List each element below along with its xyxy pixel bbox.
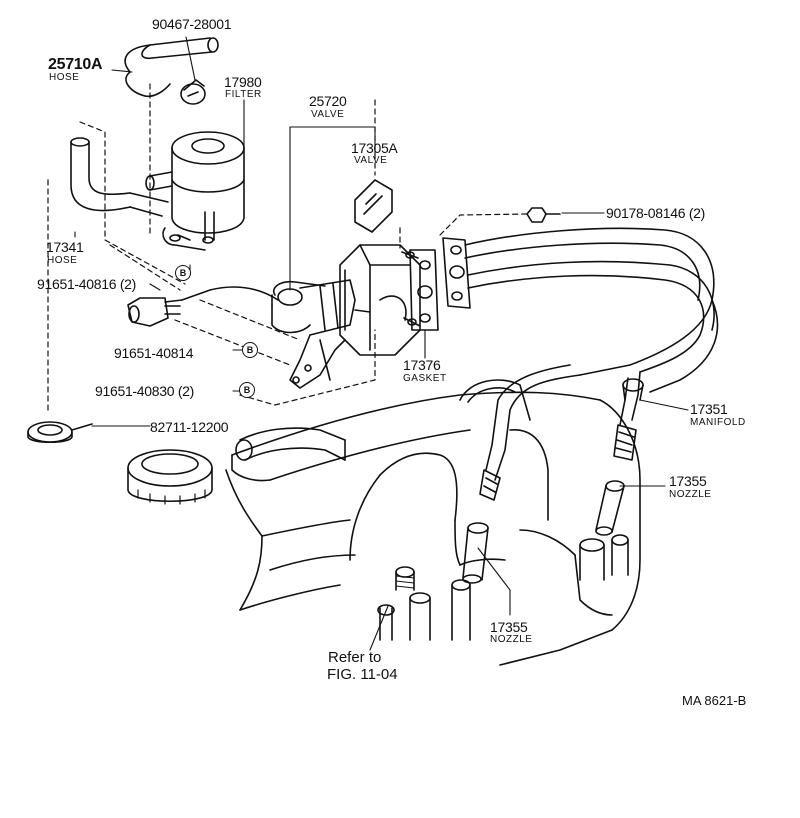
- part-number-25710a: 25710A: [48, 56, 103, 73]
- bolt-marker-b: B: [175, 265, 191, 281]
- part-number-90178-08146: 90178-08146 (2): [606, 205, 706, 221]
- part-name-gasket-17376: GASKET: [403, 373, 447, 384]
- part-name-filter-17980: FILTER: [225, 89, 262, 100]
- engine-cylinder-head: [225, 379, 641, 666]
- filler-cap-gasket: [27, 421, 93, 444]
- oil-filler-cap: [127, 449, 213, 505]
- leader-lines: [74, 36, 689, 651]
- figure-reference: FIG. 11-04: [327, 666, 398, 683]
- part-number-91651-40814: 91651-40814: [114, 345, 194, 361]
- part-number-17376: 17376: [403, 357, 441, 373]
- part-name-hose-17341: HOSE: [47, 255, 78, 266]
- part-number-25720: 25720: [309, 93, 347, 109]
- part-number-91651-40816: 91651-40816 (2): [37, 276, 137, 292]
- valve-25720: [271, 244, 421, 389]
- part-name-nozzle-17355-right: NOZZLE: [669, 489, 712, 500]
- part-name-manifold-17351: MANIFOLD: [690, 417, 746, 428]
- nozzle-17355-bottom: [462, 522, 489, 584]
- solenoid-connector: [127, 286, 279, 327]
- part-number-17305a: 17305A: [351, 140, 398, 156]
- hose-17341: [70, 137, 169, 217]
- part-name-valve-17305a: VALVE: [354, 155, 388, 166]
- hose-clamp-90467: [180, 79, 206, 105]
- part-number-17980: 17980: [224, 74, 262, 90]
- part-name-valve-25720: VALVE: [311, 109, 345, 120]
- reed-valve-17305a: [354, 179, 393, 233]
- nozzle-17355-right: [595, 480, 625, 536]
- part-number-17351: 17351: [690, 401, 728, 417]
- part-number-91651-40830: 91651-40830 (2): [95, 383, 195, 399]
- bolt-marker-b: B: [239, 382, 255, 398]
- bolt-marker-b: B: [242, 342, 258, 358]
- dashed-assembly-lines: [47, 83, 528, 411]
- part-number-17355-right: 17355: [669, 473, 707, 489]
- part-name-nozzle-17355-bottom: NOZZLE: [490, 634, 533, 645]
- filter-17980: [145, 131, 245, 251]
- hose-25710a: [124, 37, 219, 98]
- part-name-hose-25710a: HOSE: [49, 72, 80, 83]
- part-number-17355-bottom: 17355: [490, 619, 528, 635]
- plug-refer-fig: [395, 566, 415, 591]
- diagram-code: MA 8621-B: [682, 693, 747, 708]
- bolt-90178: [526, 207, 561, 223]
- refer-to-label: Refer to: [328, 649, 382, 666]
- part-number-90467-28001: 90467-28001: [152, 16, 232, 32]
- manifold-17351: [442, 227, 719, 501]
- part-number-82711-12200: 82711-12200: [150, 419, 229, 435]
- part-number-17341: 17341: [46, 239, 84, 255]
- gasket-17376: [409, 249, 439, 331]
